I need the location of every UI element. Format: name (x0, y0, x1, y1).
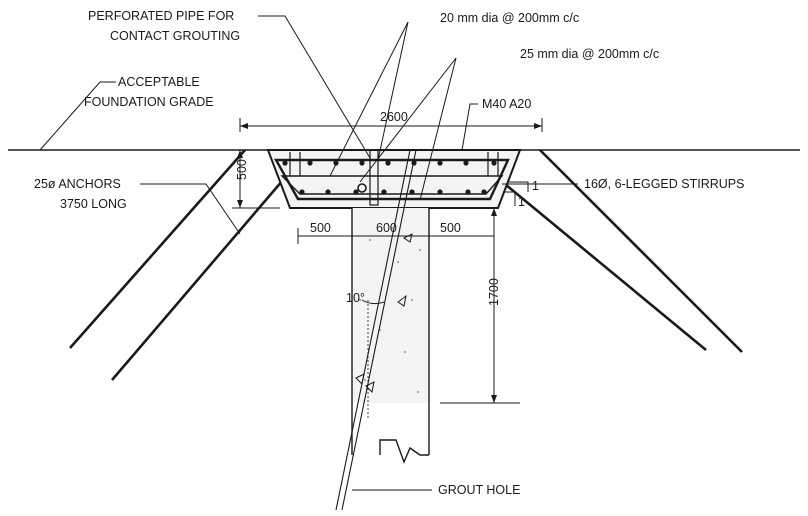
right-anchor-inner (499, 178, 707, 352)
rebar-dot (437, 189, 443, 195)
rebar-20-label: 20 mm dia @ 200mm c/c (440, 11, 579, 25)
slope-marks (505, 181, 529, 206)
dim-key-depth-text: 1700 (487, 278, 501, 306)
rebar-dot (381, 189, 387, 195)
stirrup-cage-inner (280, 175, 504, 195)
rebar-dot (282, 160, 288, 166)
rebar-dot (307, 160, 313, 166)
dim-key-depth (440, 208, 520, 404)
dim-depth-text: 500 (235, 159, 249, 180)
concrete-speckle (359, 227, 421, 393)
slope-left-text: 1 (518, 195, 525, 209)
rebar-dot (353, 189, 359, 195)
concrete-grade-label: M40 A20 (482, 97, 531, 111)
grout-hole-line-a (335, 149, 411, 511)
vertical-bars (289, 152, 499, 176)
perforated-pipe-label-line2: CONTACT GROUTING (110, 29, 240, 43)
perforated-pipe-label-line1: PERFORATED PIPE FOR (88, 9, 234, 23)
rebar-dot (481, 189, 487, 195)
left-anchor-outer (69, 149, 246, 349)
dim-top-width-text: 2600 (380, 110, 408, 124)
perforated-pipe-body (369, 149, 379, 206)
foundation-label-line2: FOUNDATION GRADE (84, 95, 214, 109)
rebar-dot (359, 160, 365, 166)
rebar-25-label: 25 mm dia @ 200mm c/c (520, 47, 659, 61)
slope-right-text: 1 (532, 179, 539, 193)
rebar-dots (282, 160, 497, 195)
anchors-label-line1: 25ø ANCHORS (34, 177, 121, 191)
grout-hole-label: GROUT HOLE (438, 483, 520, 497)
angle-arc (361, 299, 385, 305)
rebar-dot (409, 189, 415, 195)
rebar-dot (325, 189, 331, 195)
foundation-label-line1: ACCEPTABLE (118, 75, 200, 89)
break-line-symbol (379, 439, 429, 464)
dim-top-width (239, 118, 543, 132)
triangle-markers (355, 233, 413, 394)
stirrup-cage-outer (273, 158, 510, 201)
perforated-pipe-symbol (357, 183, 367, 193)
stirrups-label: 16Ø, 6-LEGGED STIRRUPS (584, 177, 744, 191)
rebar-dot (491, 160, 497, 166)
rebar-dot (465, 189, 471, 195)
dim-left-offset-text: 500 (310, 221, 331, 235)
rebar-dot (299, 189, 305, 195)
dim-right-offset-text: 500 (440, 221, 461, 235)
angle-text: 10° (346, 291, 365, 305)
leader-lines (39, 15, 578, 491)
left-anchor-inner (111, 179, 284, 381)
dim-key-width-text: 600 (376, 221, 397, 235)
rebar-dot (463, 160, 469, 166)
grout-hole-line-b (341, 149, 417, 511)
dim-depth (232, 150, 280, 209)
rebar-dot (385, 160, 391, 166)
rebar-dot (437, 160, 443, 166)
anchors-label-line2: 3750 LONG (60, 197, 127, 211)
